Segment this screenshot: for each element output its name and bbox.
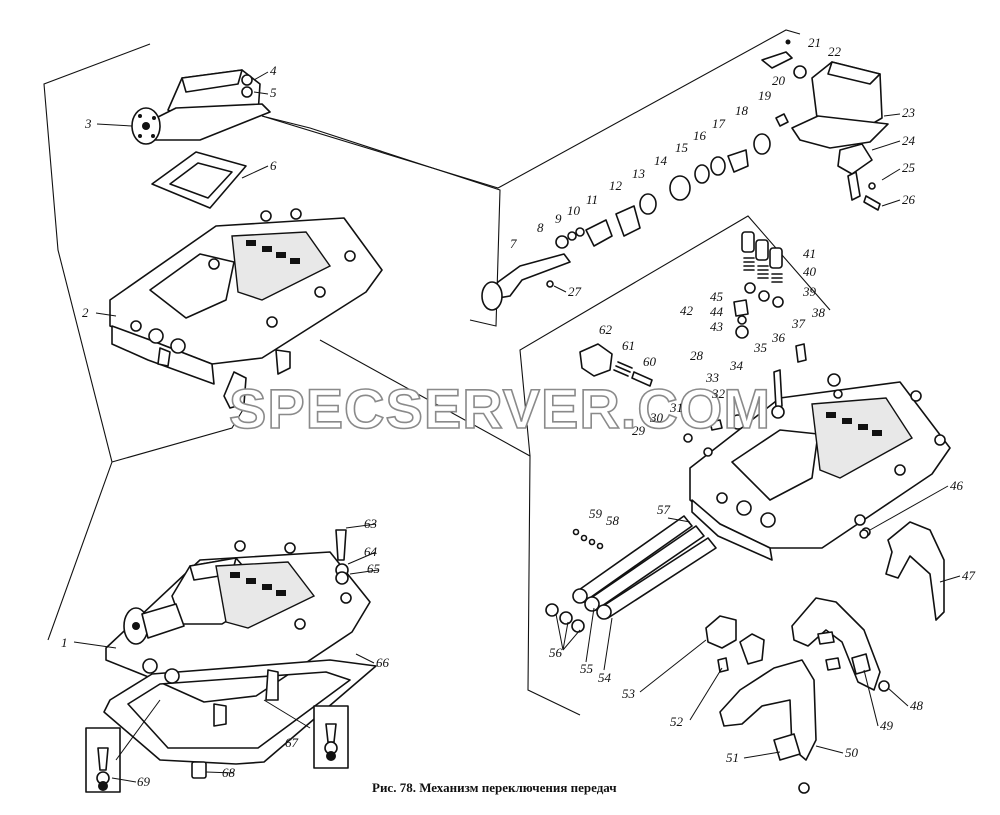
figure-caption: Рис. 78. Механизм переключения передач [372,780,617,795]
callout-10: 10 [567,203,581,218]
callout-42: 42 [680,303,694,318]
callout-9: 9 [555,211,562,226]
top-cover-assembly [131,69,271,145]
callout-27: 27 [568,284,582,299]
callout-21: 21 [808,35,821,50]
callout-17: 17 [712,116,726,131]
callout-53: 53 [622,686,636,701]
callout-52: 52 [670,714,684,729]
callout-66: 66 [376,655,390,670]
callout-56: 56 [549,645,563,660]
callout-2: 2 [82,305,89,320]
callout-34: 34 [729,358,744,373]
callouts: 1 2 3 4 5 6 7 8 9 10 11 12 13 14 15 16 1… [61,35,976,789]
shift-forks [705,521,945,794]
callout-51: 51 [726,750,739,765]
callout-39: 39 [802,284,817,299]
callout-19: 19 [758,88,772,103]
callout-49: 49 [880,718,894,733]
callout-43: 43 [710,319,724,334]
callout-4: 4 [270,63,277,78]
callout-8: 8 [537,220,544,235]
callout-16: 16 [693,128,707,143]
callout-55: 55 [580,661,594,676]
callout-31: 31 [669,400,683,415]
callout-15: 15 [675,140,689,155]
callout-54: 54 [598,670,612,685]
gasket-6 [151,151,247,209]
callout-57: 57 [657,502,671,517]
callout-18: 18 [735,103,749,118]
callout-60: 60 [643,354,657,369]
callout-7: 7 [510,236,517,251]
callout-23: 23 [902,105,916,120]
shaft-parts [481,39,807,311]
callout-12: 12 [609,178,623,193]
housing-2 [109,208,383,409]
callout-58: 58 [606,513,620,528]
callout-26: 26 [902,192,916,207]
callout-28: 28 [690,348,704,363]
callout-35: 35 [753,340,768,355]
callout-62: 62 [599,322,613,337]
callout-3: 3 [84,116,92,131]
callout-47: 47 [962,568,976,583]
callout-67: 67 [285,735,299,750]
callout-14: 14 [654,153,668,168]
callout-41: 41 [803,246,816,261]
plug-parts [579,343,653,387]
callout-46: 46 [950,478,964,493]
callout-44: 44 [710,304,724,319]
callout-48: 48 [910,698,924,713]
callout-1: 1 [61,635,68,650]
callout-63: 63 [364,516,378,531]
callout-65: 65 [367,561,381,576]
callout-32: 32 [711,386,726,401]
callout-13: 13 [632,166,646,181]
watermark: SPECSERVER.COM [229,377,771,440]
callout-33: 33 [705,370,720,385]
housing-28 [683,343,951,561]
detent-parts [733,231,784,339]
right-cover-assembly [791,61,889,211]
shift-rods [545,515,717,633]
leader-lines [73,71,961,783]
callout-50: 50 [845,745,859,760]
callout-69: 69 [137,774,151,789]
callout-61: 61 [622,338,635,353]
group-boundaries [43,29,831,716]
callout-37: 37 [791,316,806,331]
callout-11: 11 [586,192,598,207]
callout-6: 6 [270,158,277,173]
callout-30: 30 [649,410,664,425]
callout-24: 24 [902,133,916,148]
callout-45: 45 [710,289,724,304]
callout-59: 59 [589,506,603,521]
callout-25: 25 [902,160,916,175]
callout-38: 38 [811,305,826,320]
callout-36: 36 [771,330,786,345]
callout-5: 5 [270,85,277,100]
callout-29: 29 [632,423,646,438]
callout-40: 40 [803,264,817,279]
housing-1-assembly [85,529,377,793]
callout-20: 20 [772,73,786,88]
callout-22: 22 [828,44,842,59]
